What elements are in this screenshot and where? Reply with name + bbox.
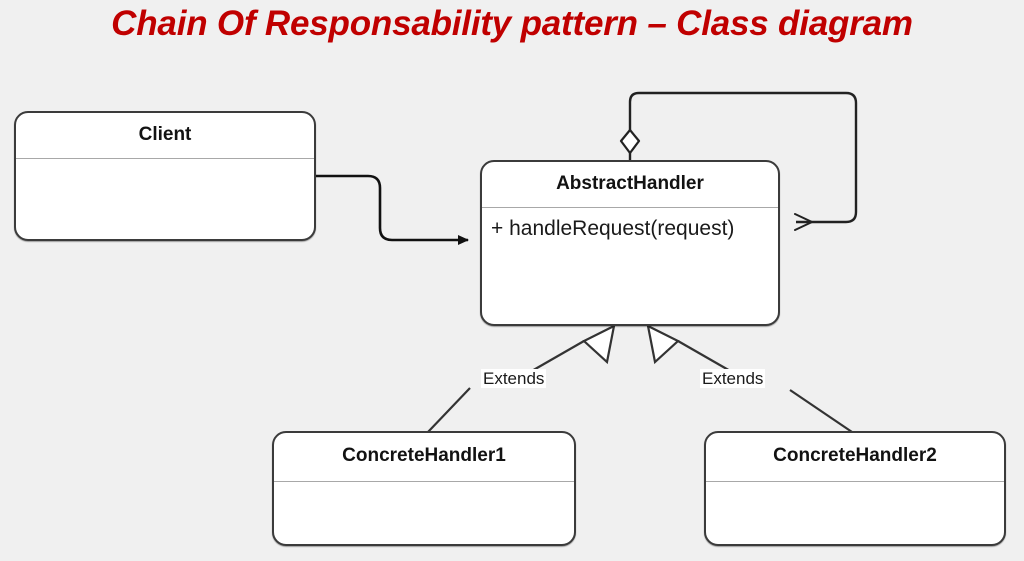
uml-class-abstracthandler[interactable]: AbstractHandler + handleRequest(request)	[480, 160, 780, 326]
edge-label-extends-left: Extends	[481, 369, 547, 388]
uml-class-divider	[16, 158, 314, 159]
page-title: Chain Of Responsability pattern – Class …	[111, 4, 913, 43]
edge-label-extends-right: Extends	[700, 369, 766, 388]
uml-class-name-abstracthandler: AbstractHandler	[556, 173, 704, 194]
uml-class-divider	[274, 481, 574, 482]
uml-class-concretehandler2[interactable]: ConcreteHandler2	[704, 431, 1006, 546]
uml-class-divider	[482, 207, 778, 208]
generalization-triangle	[646, 324, 680, 365]
uml-class-concretehandler1[interactable]: ConcreteHandler1	[272, 431, 576, 546]
uml-class-divider	[706, 481, 1004, 482]
uml-class-member-handlerequest: + handleRequest(request)	[491, 217, 735, 240]
uml-class-name-concretehandler1: ConcreteHandler1	[342, 445, 506, 466]
aggregation-diamond	[619, 128, 641, 155]
uml-class-name-concretehandler2: ConcreteHandler2	[773, 445, 937, 466]
uml-class-name-client: Client	[138, 124, 192, 145]
edge-client-to-abstracthandler	[316, 174, 469, 245]
generalization-triangle	[582, 324, 616, 365]
uml-class-client[interactable]: Client	[14, 111, 316, 241]
